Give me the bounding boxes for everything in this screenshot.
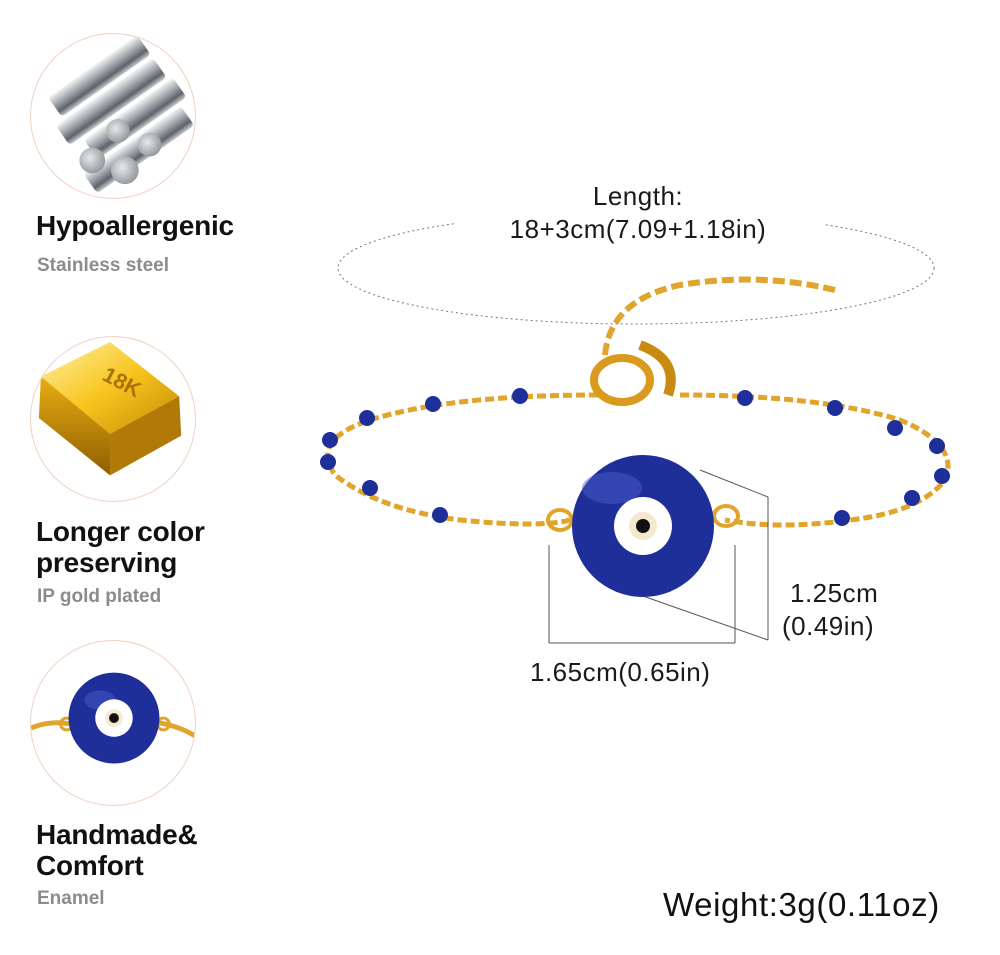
evil-eye-charm (572, 455, 714, 597)
length-label: Length: 18+3cm(7.09+1.18in) (509, 181, 767, 244)
extender-chain (602, 276, 836, 356)
feature-subtitle-enamel: Enamel (37, 888, 105, 909)
lobster-clasp-icon (590, 340, 676, 406)
feature-subtitle-ip-gold: IP gold plated (37, 586, 162, 607)
feature-title-hypoallergenic: Hypoallergenic (36, 210, 234, 241)
evil-eye-charm-icon (30, 640, 196, 806)
height-label: 1.25cm (0.49in) (782, 578, 879, 641)
width-label: 1.65cm(0.65in) (530, 657, 711, 687)
chain-left (325, 392, 599, 527)
feature-title-color-preserving: Longer color preserving (36, 516, 205, 578)
feature-title-handmade: Handmade& Comfort (36, 819, 198, 881)
steel-rods-icon (30, 33, 196, 199)
feature-subtitle-stainless-steel: Stainless steel (37, 255, 170, 276)
weight-label: Weight:3g(0.11oz) (663, 886, 940, 923)
gold-bar-icon: 18K (30, 336, 196, 502)
length-ellipse (337, 211, 935, 325)
